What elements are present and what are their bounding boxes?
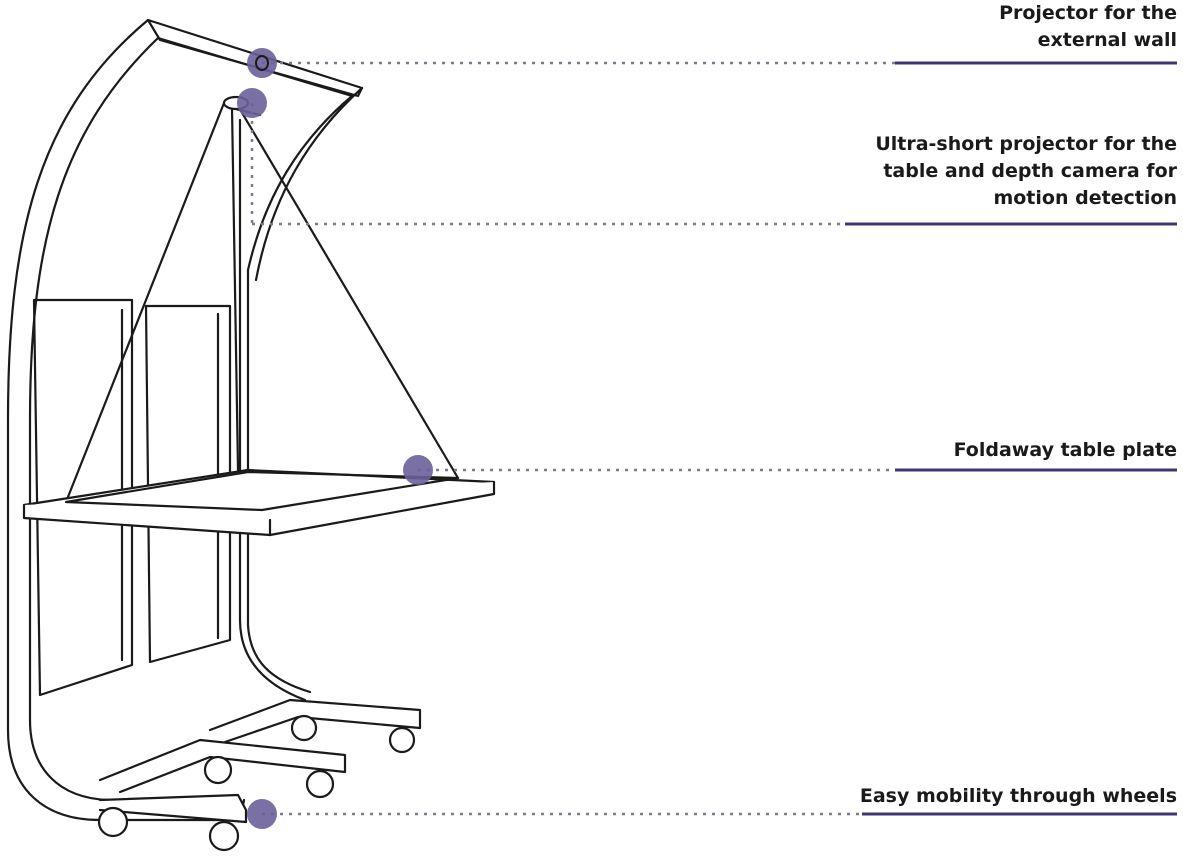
shell-inner xyxy=(28,36,232,802)
label-line: Ultra-short projector for the xyxy=(875,133,1177,155)
wheel-3 xyxy=(203,755,233,785)
canopy-top xyxy=(146,18,364,98)
base-front-arm xyxy=(98,738,347,794)
projection-cone xyxy=(64,101,460,504)
label-table-plate: Foldaway table plate xyxy=(954,437,1177,464)
canopy-edge xyxy=(254,86,364,282)
wheel-6 xyxy=(388,726,416,754)
wheel-1 xyxy=(97,806,129,838)
label-ultra-short-projector: Ultra-short projector for the table and … xyxy=(875,131,1177,212)
callout-leaders xyxy=(250,61,1177,816)
base-front xyxy=(98,793,248,824)
shell-outer xyxy=(6,18,246,822)
label-line: Projector for the xyxy=(999,2,1177,24)
wall-edge xyxy=(238,118,307,702)
wall-edge-2 xyxy=(246,268,312,694)
marker-table-plate xyxy=(403,455,433,485)
label-line: motion detection xyxy=(993,187,1177,209)
canopy-front xyxy=(156,36,354,272)
label-external-projector: Projector for the external wall xyxy=(999,0,1177,54)
label-line: external wall xyxy=(1037,29,1177,51)
kiosk-structure xyxy=(6,18,496,852)
base-back-arm xyxy=(208,698,422,744)
window-left xyxy=(32,298,134,697)
marker-ultra-short-projector xyxy=(237,88,267,118)
label-line: table and depth camera for xyxy=(883,160,1177,182)
external-projector-lens xyxy=(255,55,269,71)
wheel-4 xyxy=(305,769,335,799)
table-inner xyxy=(64,470,460,512)
wheel-2 xyxy=(208,820,240,852)
callout-markers xyxy=(237,48,433,829)
window-right xyxy=(144,304,232,664)
label-wheels: Easy mobility through wheels xyxy=(860,783,1177,810)
wheel-5 xyxy=(290,714,318,742)
marker-wheels xyxy=(247,799,277,829)
marker-external-projector xyxy=(247,48,277,78)
label-line: Foldaway table plate xyxy=(953,439,1177,461)
label-line: Easy mobility through wheels xyxy=(859,785,1177,807)
